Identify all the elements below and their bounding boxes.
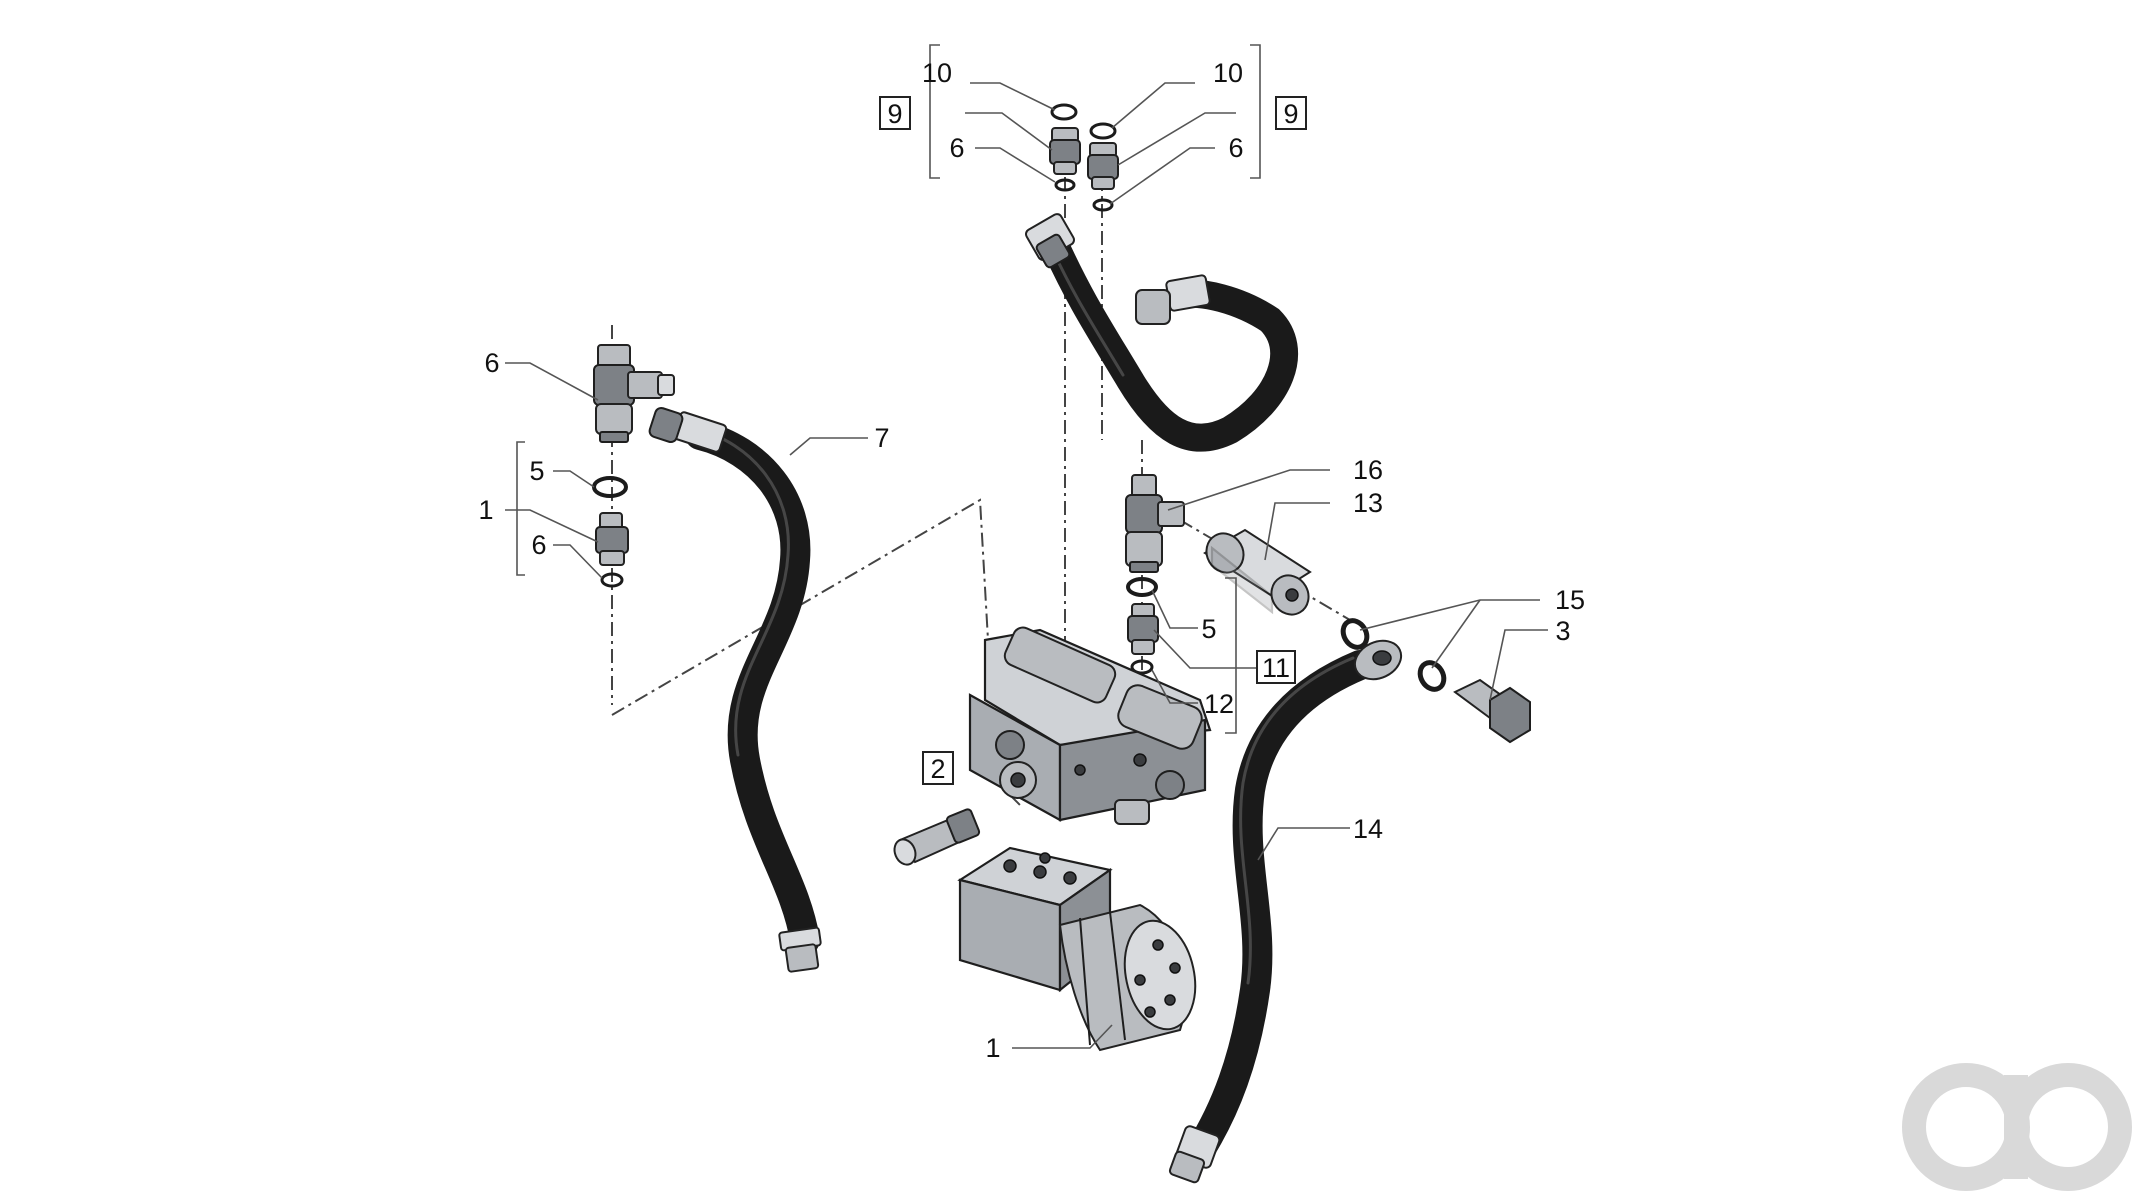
callout-10-right: 10 [1213,58,1243,88]
inline-filter-13 [1203,528,1312,616]
tee-fitting-left [593,344,675,443]
watermark-logo [1902,1063,2132,1191]
steering-unit [957,846,1197,1052]
callout-5-right: 5 [1201,614,1216,644]
callout-7: 7 [874,423,889,453]
group-brackets [516,44,1261,734]
top-fittings [1049,103,1119,212]
adapter-group-right [1126,577,1159,675]
callout-2: 2 [922,751,954,785]
callout-16: 16 [1353,455,1383,485]
callout-9-right: 9 [1275,96,1307,130]
relief-cartridge [893,808,981,866]
svg-text:2: 2 [930,754,945,784]
callout-5-left: 5 [529,456,544,486]
callout-3: 3 [1555,616,1570,646]
callout-6-top-left: 6 [949,133,964,163]
callout-15: 15 [1555,585,1585,615]
callout-1-bottom: 1 [985,1033,1000,1063]
callout-6-tee: 6 [484,348,499,378]
tee-fitting-right [1125,474,1185,573]
callout-13: 13 [1353,488,1383,518]
callout-9-left: 9 [879,96,911,130]
hose-14 [1168,639,1403,1184]
callout-11: 11 [1256,650,1296,684]
callout-10-left: 10 [922,58,952,88]
hose-7 [648,406,822,973]
callouts: 10 10 9 9 6 6 6 7 5 1 6 16 13 15 3 5 11 … [478,58,1585,1063]
callout-14: 14 [1353,814,1383,844]
banjo-washers-and-bolt [1340,618,1531,744]
callout-6-top-right: 6 [1228,133,1243,163]
svg-text:9: 9 [887,99,902,129]
svg-text:11: 11 [1262,653,1290,683]
callout-1-bracket: 1 [478,495,493,525]
callout-6-left-lower: 6 [531,530,546,560]
svg-text:9: 9 [1283,99,1298,129]
control-valve-block [968,626,1212,825]
leader-lines [505,82,1548,1049]
callout-12: 12 [1204,689,1234,719]
loop-hose [1025,213,1299,452]
adapter-group-left [592,476,629,588]
